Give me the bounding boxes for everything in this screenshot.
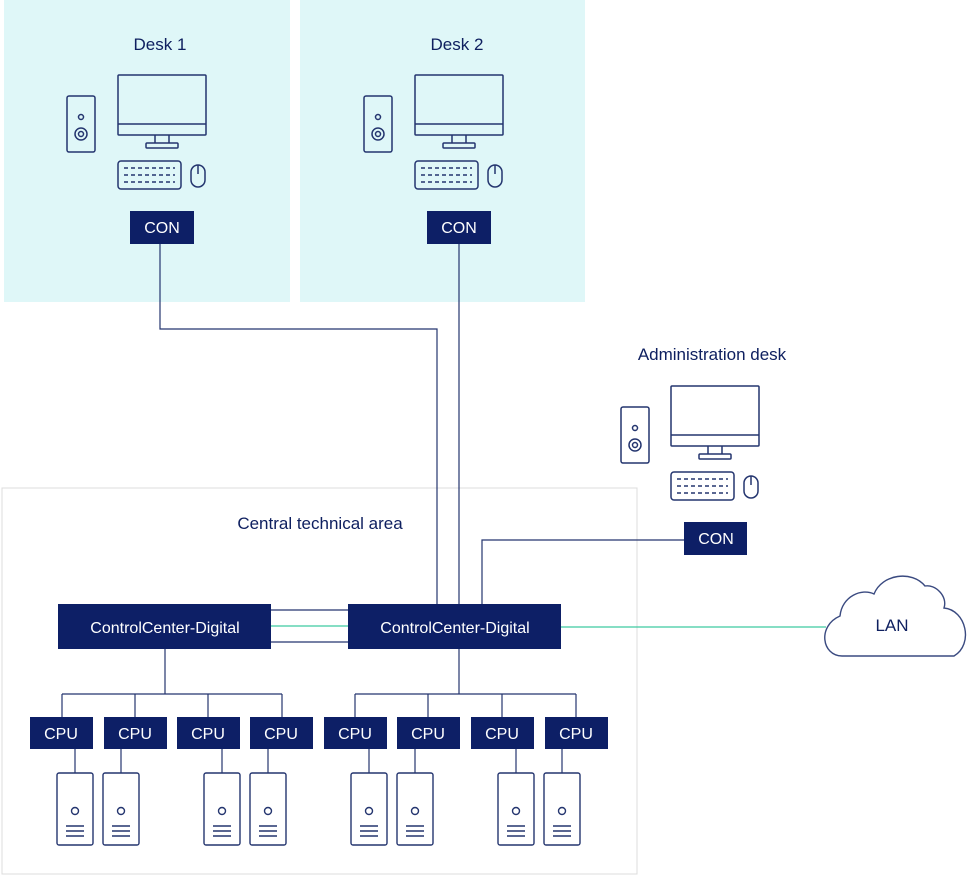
cpu-module-1[interactable]: CPU — [30, 717, 93, 749]
desk-2-title: Desk 2 — [431, 35, 484, 54]
server-towers — [56, 772, 581, 846]
con-label: CON — [144, 220, 180, 237]
cpu-module-4[interactable]: CPU — [250, 717, 313, 749]
admin-con[interactable]: CON — [684, 522, 747, 555]
monitor-icon — [670, 385, 760, 460]
admin-workstation — [620, 385, 760, 501]
lan-cloud[interactable]: LAN — [824, 575, 967, 657]
desk-1-workstation — [66, 74, 207, 190]
desk-1-link — [159, 244, 438, 604]
cpu-label: CPU — [485, 726, 519, 743]
desk-1-area — [4, 0, 290, 302]
cpu-label: CPU — [264, 726, 298, 743]
cpu-label: CPU — [118, 726, 152, 743]
central-area-title: Central technical area — [237, 514, 403, 533]
cpu-label: CPU — [338, 726, 372, 743]
switch-label: ControlCenter-Digital — [90, 620, 239, 637]
cpu-module-2[interactable]: CPU — [104, 717, 167, 749]
monitor-icon — [117, 74, 207, 149]
desk-1-con[interactable]: CON — [130, 211, 194, 244]
admin-link — [481, 539, 684, 604]
cpu-module-3[interactable]: CPU — [177, 717, 240, 749]
cpu-module-5[interactable]: CPU — [324, 717, 387, 749]
central-technical-area — [1, 487, 638, 875]
keyboard-icon — [117, 160, 182, 190]
cpu-module-7[interactable]: CPU — [471, 717, 534, 749]
cpu-label: CPU — [411, 726, 445, 743]
admin-desk-title: Administration desk — [638, 345, 787, 364]
cpu-label: CPU — [559, 726, 593, 743]
server-tower-icon — [249, 772, 287, 846]
cpu-module-8[interactable]: CPU — [545, 717, 608, 749]
server-tower-icon — [396, 772, 434, 846]
lan-label: LAN — [875, 616, 908, 635]
server-tower-icon — [203, 772, 241, 846]
monitor-icon — [414, 74, 504, 149]
green-links — [271, 625, 826, 628]
server-tower-icon — [350, 772, 388, 846]
cpu-label: CPU — [191, 726, 225, 743]
mouse-icon — [190, 164, 206, 188]
cpu-label: CPU — [44, 726, 78, 743]
pc-tower-icon — [620, 406, 650, 464]
switch-label: ControlCenter-Digital — [380, 620, 529, 637]
keyboard-icon — [414, 160, 479, 190]
desk-2-con[interactable]: CON — [427, 211, 491, 244]
server-tower-icon — [497, 772, 535, 846]
connection-lines — [61, 244, 684, 773]
desk-2-area — [300, 0, 585, 302]
cpu-module-6[interactable]: CPU — [397, 717, 460, 749]
desk-1-title: Desk 1 — [134, 35, 187, 54]
cloud-icon — [824, 575, 967, 657]
mouse-icon — [743, 475, 759, 499]
controlcenter-digital-left[interactable]: ControlCenter-Digital — [58, 604, 271, 649]
server-tower-icon — [543, 772, 581, 846]
controlcenter-digital-right[interactable]: ControlCenter-Digital — [348, 604, 561, 649]
con-label: CON — [441, 220, 477, 237]
server-tower-icon — [56, 772, 94, 846]
server-tower-icon — [102, 772, 140, 846]
mouse-icon — [487, 164, 503, 188]
pc-tower-icon — [363, 95, 393, 153]
keyboard-icon — [670, 471, 735, 501]
desk-2-workstation — [363, 74, 504, 190]
pc-tower-icon — [66, 95, 96, 153]
con-label: CON — [698, 531, 734, 548]
